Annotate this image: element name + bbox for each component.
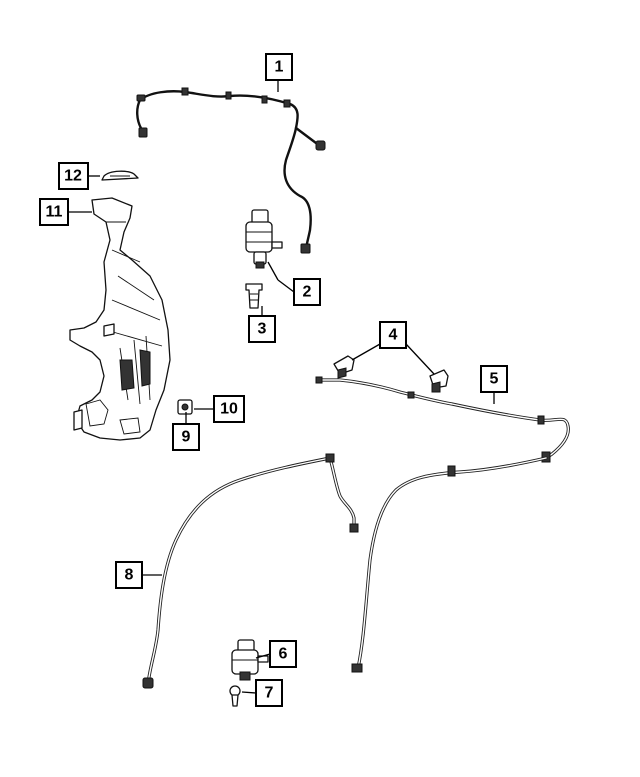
callout-9-label: 9	[182, 429, 191, 446]
callout-5: 5	[480, 365, 508, 393]
nut-part[interactable]	[177, 399, 193, 415]
washer-hose-left-part[interactable]	[142, 453, 359, 689]
callout-6-label: 6	[279, 646, 288, 663]
callout-7: 7	[255, 679, 283, 707]
callout-8-label: 8	[125, 567, 134, 584]
callout-4: 4	[379, 321, 407, 349]
callout-2-label: 2	[303, 284, 312, 301]
callout-12: 12	[58, 162, 89, 190]
grommet-part[interactable]	[245, 283, 263, 309]
leader-lines	[68, 80, 495, 694]
callout-6: 6	[269, 640, 297, 668]
callout-11-label: 11	[46, 204, 63, 221]
washer-hose-right-part[interactable]	[351, 456, 548, 673]
callout-7-label: 7	[265, 685, 274, 702]
washer-pump-lower-part[interactable]	[231, 639, 269, 681]
washer-nozzle-left-part[interactable]	[333, 355, 355, 379]
callout-10: 10	[213, 395, 245, 423]
washer-nozzle-right-part[interactable]	[429, 369, 449, 393]
callout-9: 9	[172, 423, 200, 451]
callout-5-label: 5	[490, 371, 499, 388]
screw-part[interactable]	[229, 685, 241, 707]
wiring-harness-part[interactable]	[136, 87, 326, 254]
washer-reservoir-part[interactable]	[69, 197, 171, 441]
nozzle-hose-part[interactable]	[315, 376, 570, 463]
callout-11: 11	[39, 198, 69, 226]
callout-10-label: 10	[220, 401, 238, 418]
callout-3-label: 3	[258, 321, 267, 338]
callout-3: 3	[248, 315, 276, 343]
washer-pump-part[interactable]	[245, 209, 283, 269]
callout-1: 1	[265, 53, 293, 81]
callout-2: 2	[293, 278, 321, 306]
callout-4-label: 4	[389, 327, 398, 344]
callout-1-label: 1	[275, 59, 284, 76]
callout-8: 8	[115, 561, 143, 589]
callout-12-label: 12	[64, 168, 82, 185]
reservoir-cap-part[interactable]	[101, 170, 139, 181]
